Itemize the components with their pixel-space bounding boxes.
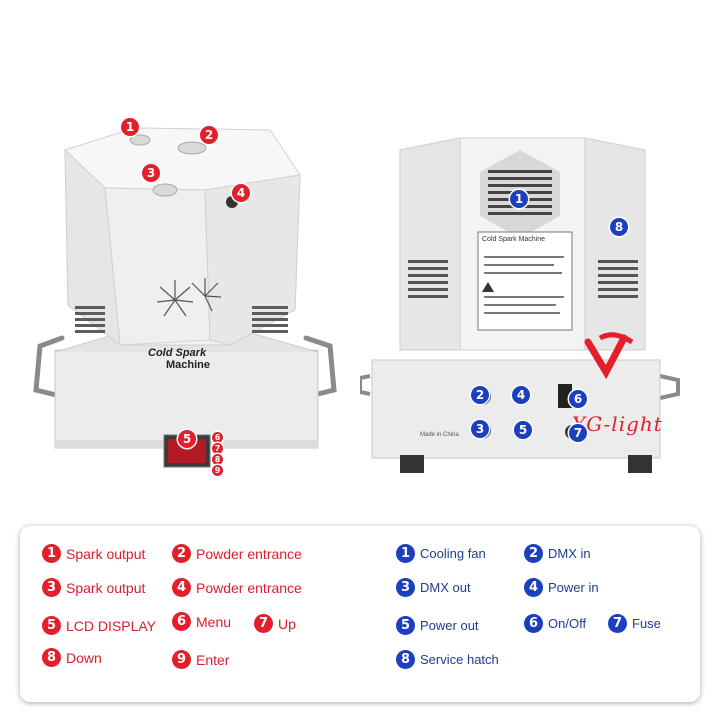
legend-number-badge: 6	[524, 614, 543, 633]
rear-callout-2: 2	[471, 386, 489, 404]
legend-label: DMX in	[548, 546, 591, 561]
legend-number-badge: 7	[608, 614, 627, 633]
front-callout-5: 5	[178, 430, 196, 448]
rear-label-title: Cold Spark Machine	[482, 236, 546, 243]
front-label-bottom: Machine	[166, 359, 211, 371]
legend-item: 8 Down	[42, 648, 102, 667]
legend-label: Spark output	[66, 545, 146, 562]
legend-panel: 1 Spark output 2 Powder entrance 3 Spark…	[20, 526, 700, 702]
legend-item: 7 Up	[254, 614, 296, 633]
legend-number-badge: 4	[172, 578, 191, 597]
front-callout-3: 3	[142, 164, 160, 182]
legend-label: Enter	[196, 651, 230, 668]
legend-label: Fuse	[632, 616, 661, 631]
legend-number-badge: 6	[172, 612, 191, 631]
legend-item: 7 Fuse	[608, 614, 661, 633]
legend-label: LCD DISPLAY	[66, 617, 156, 634]
legend-item: 4 Power in	[524, 578, 599, 597]
legend-number-badge: 3	[42, 578, 61, 597]
rear-machine-illustration	[360, 137, 680, 473]
front-callout-9: 9	[212, 465, 223, 476]
legend-number-badge: 5	[396, 616, 415, 635]
legend-item: 9 Enter	[172, 650, 229, 669]
front-callout-4: 4	[232, 184, 250, 202]
front-callout-6: 6	[212, 432, 223, 443]
legend-item: 6 On/Off	[524, 614, 586, 633]
legend-item: 5 Power out	[396, 616, 479, 635]
legend-number-badge: 4	[524, 578, 543, 597]
legend-label: DMX out	[420, 580, 471, 595]
front-machine-illustration	[33, 127, 337, 468]
rear-label-made-in: Made in China	[420, 432, 459, 438]
legend-item: 4 Powder entrance	[172, 578, 302, 597]
legend-item: 3 DMX out	[396, 578, 471, 597]
legend-label: Cooling fan	[420, 546, 486, 561]
legend-number-badge: 2	[172, 544, 191, 563]
legend-label: Up	[278, 615, 296, 632]
front-callout-7: 7	[212, 443, 223, 454]
legend-number-badge: 2	[524, 544, 543, 563]
legend-label: Power in	[548, 580, 599, 595]
legend-item: 2 Powder entrance	[172, 544, 302, 563]
legend-number-badge: 1	[396, 544, 415, 563]
legend-item: 5 LCD DISPLAY	[42, 616, 156, 635]
rear-callout-3: 3	[471, 420, 489, 438]
legend-label: Service hatch	[420, 652, 499, 667]
legend-item: 2 DMX in	[524, 544, 591, 563]
rear-callout-5: 5	[514, 421, 532, 439]
front-label-top: Cold Spark	[148, 347, 207, 359]
legend-number-badge: 7	[254, 614, 273, 633]
front-callout-2: 2	[200, 126, 218, 144]
legend-item: 1 Cooling fan	[396, 544, 486, 563]
legend-item: 6 Menu	[172, 612, 231, 631]
rear-callout-6: 6	[569, 390, 587, 408]
legend-item: 8 Service hatch	[396, 650, 499, 669]
legend-label: Spark output	[66, 579, 146, 596]
rear-callout-1: 1	[510, 190, 528, 208]
legend-label: Powder entrance	[196, 545, 302, 562]
legend-label: Powder entrance	[196, 579, 302, 596]
legend-label: Menu	[196, 613, 232, 630]
legend-label: Down	[66, 649, 102, 666]
legend-item: 3 Spark output	[42, 578, 145, 597]
brand-logo	[584, 332, 634, 380]
legend-number-badge: 1	[42, 544, 61, 563]
rear-callout-8: 8	[610, 218, 628, 236]
legend-label: On/Off	[548, 616, 587, 631]
legend-item: 1 Spark output	[42, 544, 145, 563]
legend-number-badge: 8	[396, 650, 415, 669]
brand-text: YG-light	[572, 412, 663, 436]
legend-label: Power out	[420, 618, 479, 633]
rear-callout-7: 7	[569, 424, 587, 442]
legend-number-badge: 9	[172, 650, 191, 669]
front-callout-8: 8	[212, 454, 223, 465]
legend-number-badge: 8	[42, 648, 61, 667]
legend-number-badge: 5	[42, 616, 61, 635]
legend-number-badge: 3	[396, 578, 415, 597]
front-callout-1: 1	[121, 118, 139, 136]
rear-callout-4: 4	[512, 386, 530, 404]
